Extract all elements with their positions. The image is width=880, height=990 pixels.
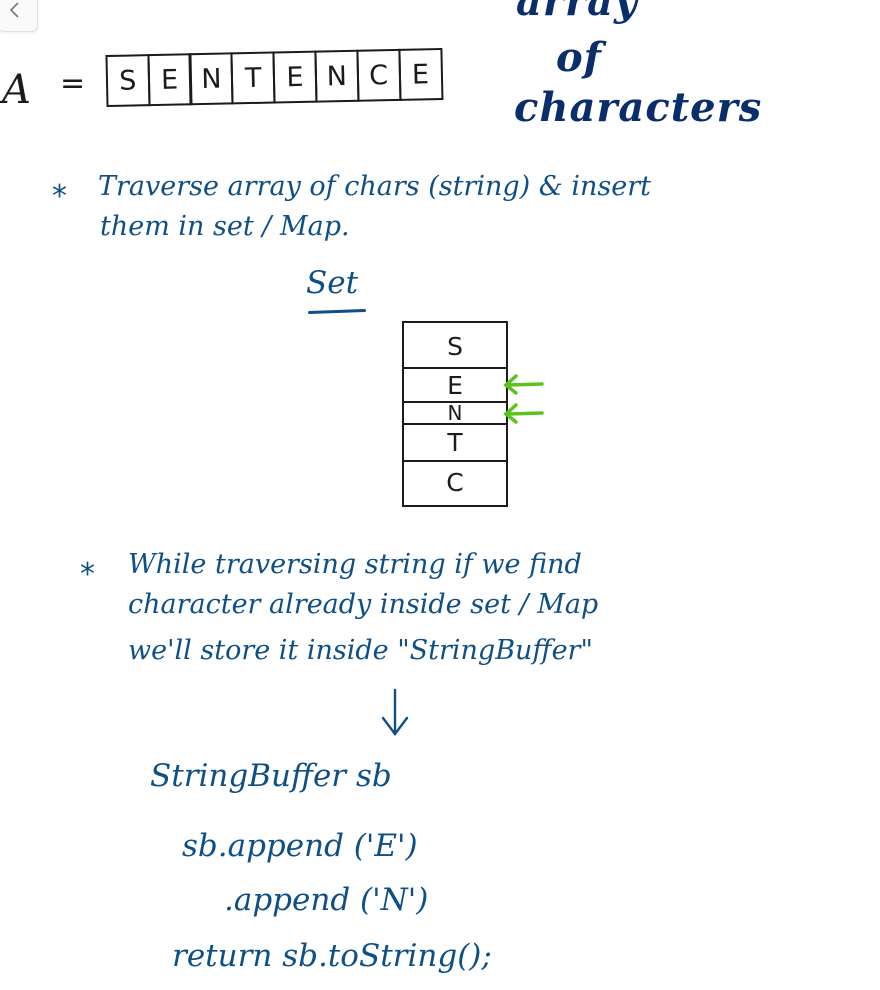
set-heading: Set [306,265,359,301]
set-divider [402,423,506,426]
step2-bullet: * [80,557,95,592]
array-cell: E [272,50,318,104]
array-name: A [2,67,31,113]
code-line-declare: StringBuffer sb [150,758,392,794]
set-divider [402,401,506,404]
char-array: S E N T E N C E [105,48,443,108]
code-line-append-e: sb.append ('E') [182,828,418,864]
code-line-return: return sb.toString(); [172,938,492,974]
step1-line2: them in set / Map. [100,211,350,242]
equals-sign: = [60,66,86,101]
caption-characters: characters [514,84,763,131]
caption-array: array [516,0,639,25]
step2-line1: While traversing string if we find [128,549,582,580]
array-cell: C [356,48,402,102]
array-cell: N [188,52,234,106]
array-cell: E [147,53,193,107]
set-divider [402,460,506,463]
caption-of: of [556,34,602,81]
step1-line1: Traverse array of chars (string) & inser… [98,171,651,202]
code-line-append-n: .append ('N') [224,882,429,918]
arrow-left-icon [503,374,544,395]
arrow-left-icon [503,403,544,424]
set-item: C [446,467,464,497]
duplicate-arrows [503,374,544,424]
array-cell: T [230,51,276,105]
set-item: S [447,331,463,361]
step2-line3: we'll store it inside "StringBuffer" [128,635,593,666]
arrow-down-icon [381,688,409,736]
set-container: S E N T C [402,321,508,507]
set-item: N [447,401,463,425]
back-button[interactable] [0,0,38,32]
array-cell: S [105,54,151,108]
set-divider [402,367,506,370]
step1-bullet: * [52,179,67,214]
set-item: T [447,427,463,457]
array-cell: N [314,49,360,103]
chevron-left-icon [9,2,19,18]
set-heading-underline [307,308,367,315]
array-cell: E [397,48,443,101]
step2-line2: character already inside set / Map [128,589,599,620]
set-item: E [447,370,463,400]
